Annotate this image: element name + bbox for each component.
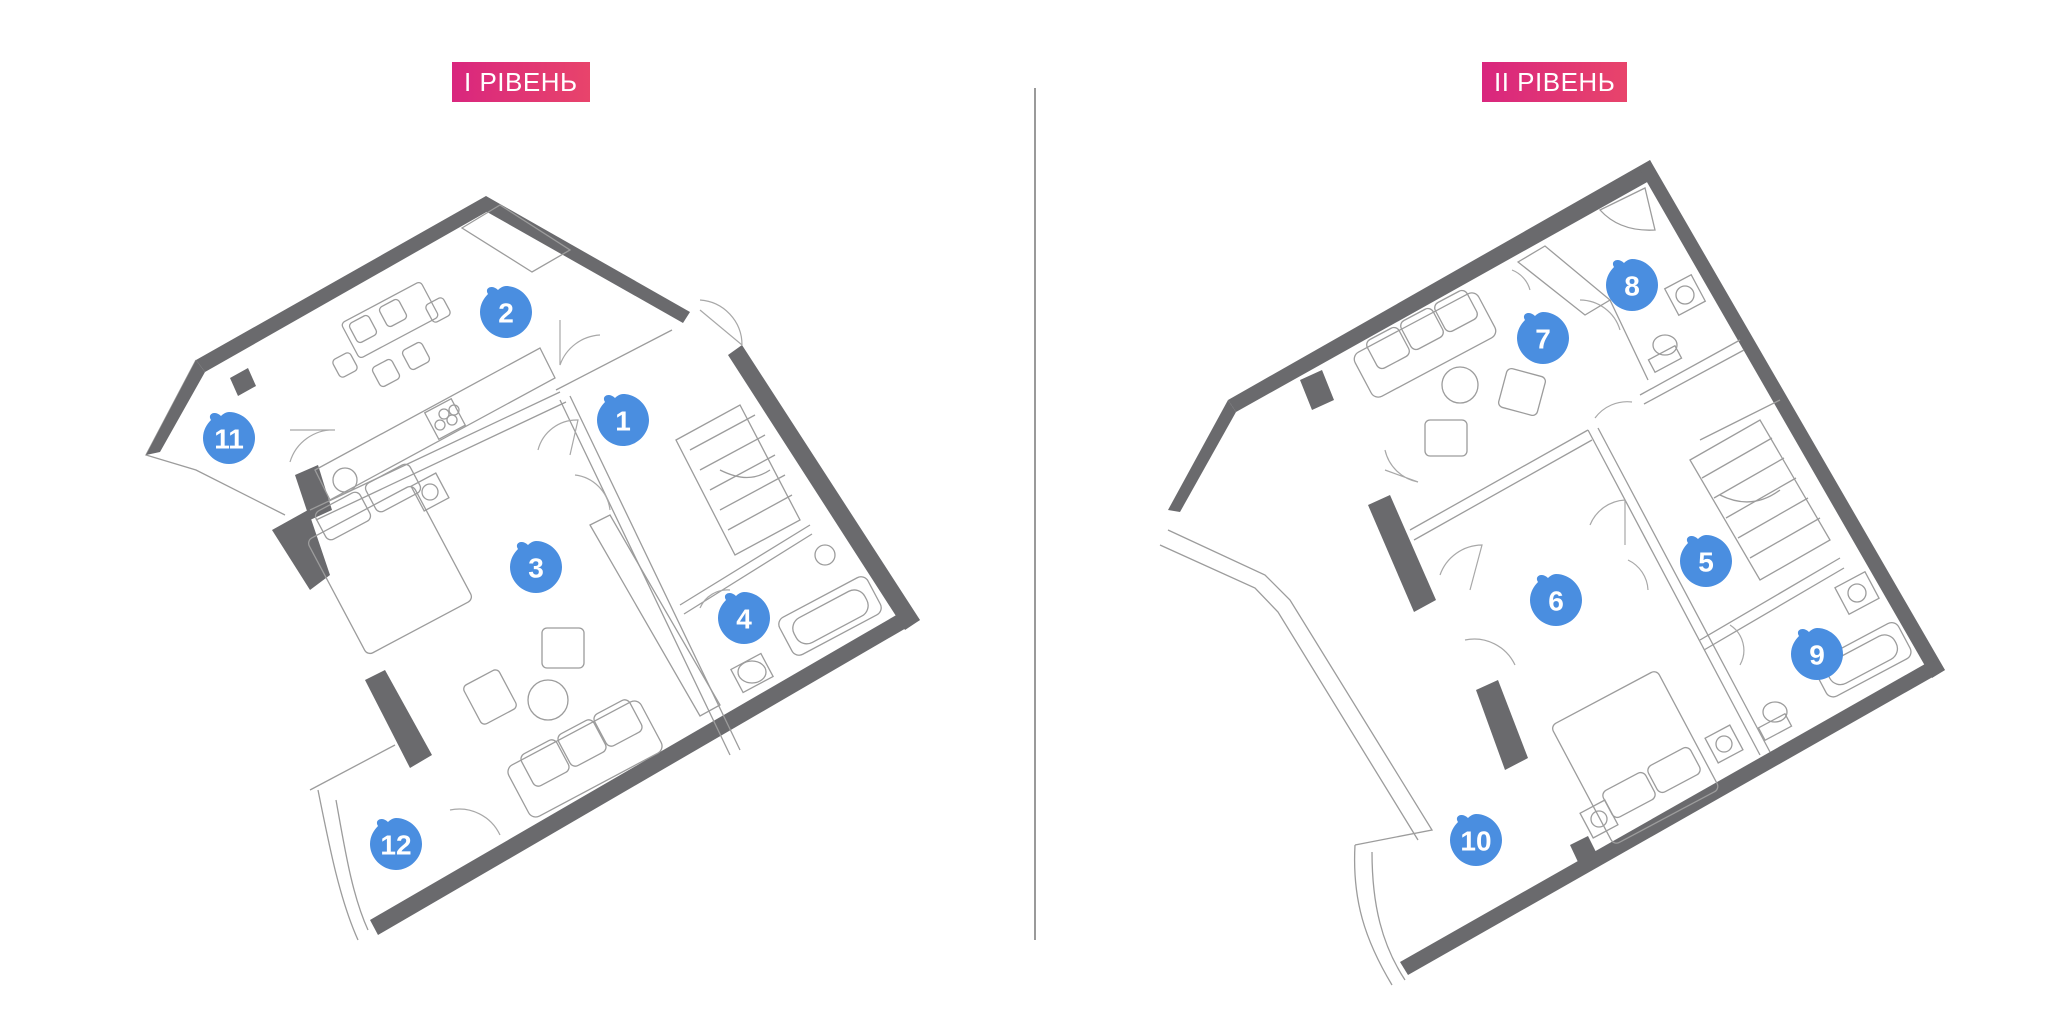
room-badge-1[interactable]: 1 bbox=[597, 394, 649, 446]
room-number: 6 bbox=[1548, 586, 1564, 617]
staircase-2 bbox=[1689, 419, 1831, 581]
wall-pier-2 bbox=[295, 465, 332, 520]
wall-l2-pier-2 bbox=[1368, 495, 1436, 612]
wall-pier-1 bbox=[230, 368, 256, 396]
wall-l2-bottom bbox=[1400, 660, 1945, 975]
room-number: 4 bbox=[736, 604, 752, 635]
room-badge-3[interactable]: 3 bbox=[510, 541, 562, 593]
floor-plan-level-2 bbox=[1159, 160, 1945, 986]
double-bed-1 bbox=[307, 463, 473, 655]
room-badge-8[interactable]: 8 bbox=[1606, 259, 1658, 311]
room-badge-9[interactable]: 9 bbox=[1791, 628, 1843, 680]
room-badge-6[interactable]: 6 bbox=[1530, 574, 1582, 626]
room-number: 11 bbox=[214, 424, 244, 455]
room-number: 5 bbox=[1698, 547, 1714, 578]
room-number: 12 bbox=[380, 830, 411, 861]
room-badge-7[interactable]: 7 bbox=[1517, 312, 1569, 364]
staircase-1 bbox=[675, 404, 801, 556]
bathroom-2-fixtures bbox=[1598, 187, 1707, 374]
level-2-label[interactable]: ІІ РІВЕНЬ bbox=[1482, 62, 1628, 102]
double-bed-2 bbox=[1552, 671, 1719, 844]
bathroom-3-fixtures bbox=[1757, 570, 1912, 742]
sofa-1 bbox=[507, 699, 663, 818]
wall-bottom bbox=[370, 610, 920, 935]
room-number: 10 bbox=[1460, 826, 1491, 857]
wall-top-left bbox=[196, 196, 490, 372]
level-1-label[interactable]: І РІВЕНЬ bbox=[452, 62, 590, 102]
wall-l2-pier-3 bbox=[1476, 680, 1528, 770]
floor-plan-level-1 bbox=[145, 196, 920, 941]
wall-l2-left bbox=[1168, 400, 1236, 512]
room-number: 7 bbox=[1535, 324, 1551, 355]
wall-l2-pier-4 bbox=[1570, 836, 1596, 862]
room-number: 8 bbox=[1624, 271, 1640, 302]
wall-l2-right bbox=[1640, 160, 1945, 678]
wall-pier-4 bbox=[365, 670, 432, 768]
wall-left-short bbox=[146, 360, 205, 455]
wall-right bbox=[728, 345, 920, 630]
room-badge-11[interactable]: 11 bbox=[203, 412, 255, 464]
sofa-2 bbox=[1353, 289, 1497, 398]
room-badge-4[interactable]: 4 bbox=[718, 592, 770, 644]
room-number: 9 bbox=[1809, 640, 1825, 671]
wall-top-right bbox=[480, 196, 690, 323]
room-number: 2 bbox=[498, 298, 514, 329]
wall-l2-top bbox=[1228, 160, 1658, 412]
wall-l2-pier-1 bbox=[1300, 370, 1334, 410]
room-number: 3 bbox=[528, 553, 544, 584]
room-badge-5[interactable]: 5 bbox=[1680, 535, 1732, 587]
bathroom-1-fixtures bbox=[730, 544, 882, 694]
wall-pier-3 bbox=[272, 510, 330, 590]
level-divider bbox=[1034, 88, 1036, 940]
room-badge-12[interactable]: 12 bbox=[370, 818, 422, 870]
room-badge-2[interactable]: 2 bbox=[480, 286, 532, 338]
room-number: 1 bbox=[615, 406, 631, 437]
room-badge-10[interactable]: 10 bbox=[1450, 814, 1502, 866]
